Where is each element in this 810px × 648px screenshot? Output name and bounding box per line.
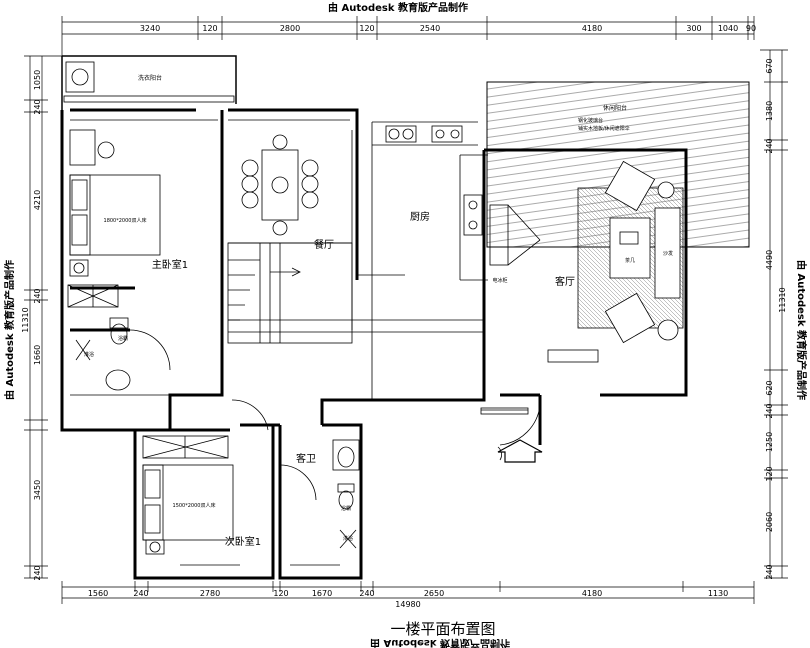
dim-bottom-9: 1130 xyxy=(708,589,728,598)
guest-bath-fixtures xyxy=(290,439,360,566)
dimension-labels-top: 3240 120 2800 120 2540 4180 300 1040 90 xyxy=(140,24,756,33)
dim-top-9: 90 xyxy=(746,24,756,33)
label-bath-heater-guest: 浴霸 xyxy=(341,505,351,512)
dim-bottom-7: 2650 xyxy=(424,589,444,598)
master-bath-fixtures xyxy=(75,317,171,391)
dimension-lines-left xyxy=(24,55,62,579)
entrance-arrow-icon xyxy=(497,439,543,463)
room-dining: 餐厅 xyxy=(314,238,334,251)
label-fridge: 电冰柜 xyxy=(492,277,507,284)
dim-left-3: 4210 xyxy=(33,190,42,210)
label-bed-master: 1800*2000双人床 xyxy=(104,217,147,224)
kitchen-fixtures xyxy=(385,125,541,266)
dim-bottom-total: 14980 xyxy=(395,600,420,609)
dim-left-total: 11310 xyxy=(21,307,30,332)
dim-right-6: 240 xyxy=(765,403,774,418)
entrance-mat xyxy=(480,407,529,415)
label-shower-master: 淋浴 xyxy=(84,351,94,358)
dimension-lines-right xyxy=(760,49,788,579)
watermark-bottom-mirrored: 由 Autodesk 教育版产品制作 xyxy=(370,637,510,648)
label-bath-heater-master: 浴霸 xyxy=(118,335,128,342)
staircase xyxy=(227,242,353,344)
dim-left-7: 240 xyxy=(33,565,42,580)
room-kitchen: 厨房 xyxy=(410,210,430,223)
dim-top-1: 3240 xyxy=(140,24,160,33)
dim-right-3: 240 xyxy=(765,138,774,153)
dim-top-8: 1040 xyxy=(718,24,738,33)
dim-right-total: 11310 xyxy=(778,287,787,312)
dim-top-2: 120 xyxy=(202,24,217,33)
dimension-labels-bottom: 1560 240 2780 120 1670 240 2650 4180 113… xyxy=(88,589,728,609)
dim-bottom-3: 2780 xyxy=(200,589,220,598)
dining-table xyxy=(241,134,319,236)
entrance-door xyxy=(497,404,541,461)
dim-left-5: 1660 xyxy=(33,345,42,365)
watermark-right: 由 Autodesk 教育版产品制作 xyxy=(795,260,808,400)
label-balcony-note-2: 铺实木地板/休闲遮阳伞 xyxy=(578,125,630,132)
room-second-bedroom: 次卧室1 xyxy=(225,535,261,548)
door-arcs xyxy=(231,399,317,501)
master-bedroom-furniture xyxy=(67,129,161,308)
dimension-labels-right: 670 1380 240 4490 620 240 1250 120 2060 … xyxy=(765,58,787,579)
dim-top-3: 2800 xyxy=(280,24,300,33)
dim-bottom-1: 1560 xyxy=(88,589,108,598)
dim-bottom-5: 1670 xyxy=(312,589,332,598)
dim-right-1: 670 xyxy=(765,58,774,73)
room-leisure-balcony: 休闲阳台 xyxy=(603,104,627,112)
dim-top-6: 4180 xyxy=(582,24,602,33)
dim-top-4: 120 xyxy=(359,24,374,33)
room-guest-bath: 客卫 xyxy=(296,452,316,465)
room-laundry-balcony: 洗衣阳台 xyxy=(138,74,162,82)
dim-right-4: 4490 xyxy=(765,250,774,270)
dim-bottom-8: 4180 xyxy=(582,589,602,598)
dim-left-6: 3450 xyxy=(33,480,42,500)
watermark-left: 由 Autodesk 教育版产品制作 xyxy=(3,260,16,400)
watermark-top: 由 Autodesk 教育版产品制作 xyxy=(328,1,468,14)
dim-right-5: 620 xyxy=(765,380,774,395)
dim-right-8: 120 xyxy=(765,466,774,481)
dim-right-9: 2060 xyxy=(765,512,774,532)
dim-top-7: 300 xyxy=(686,24,701,33)
dim-left-2: 240 xyxy=(33,99,42,114)
dim-right-2: 1380 xyxy=(765,101,774,121)
label-balcony-note-1: 钢化玻璃台 xyxy=(578,117,603,124)
dimension-lines-bottom xyxy=(61,581,755,604)
dim-right-10: 240 xyxy=(765,564,774,579)
dimension-labels-left: 1050 240 4210 240 1660 3450 240 11310 xyxy=(21,70,42,581)
label-sofa: 沙发 xyxy=(663,250,673,257)
room-living: 客厅 xyxy=(555,275,575,288)
laundry-balcony xyxy=(63,61,235,103)
dim-bottom-6: 240 xyxy=(359,589,374,598)
second-bedroom-furniture xyxy=(142,435,240,566)
room-master-bedroom: 主卧室1 xyxy=(152,258,188,271)
label-coffee-table: 茶几 xyxy=(625,257,635,264)
dim-left-4: 240 xyxy=(33,288,42,303)
interior-lines xyxy=(70,119,488,400)
living-room-furniture xyxy=(547,160,684,363)
dimension-lines-top xyxy=(61,16,755,60)
dim-left-1: 1050 xyxy=(33,70,42,90)
drawing-title: 一楼平面布置图 xyxy=(390,620,495,638)
dim-bottom-2: 240 xyxy=(133,589,148,598)
dim-top-5: 2540 xyxy=(420,24,440,33)
label-bed-second: 1500*2000双人床 xyxy=(173,502,216,509)
label-shower-guest: 淋浴 xyxy=(343,535,353,542)
dim-right-7: 1250 xyxy=(765,432,774,452)
dim-bottom-4: 120 xyxy=(273,589,288,598)
walls xyxy=(60,55,688,580)
